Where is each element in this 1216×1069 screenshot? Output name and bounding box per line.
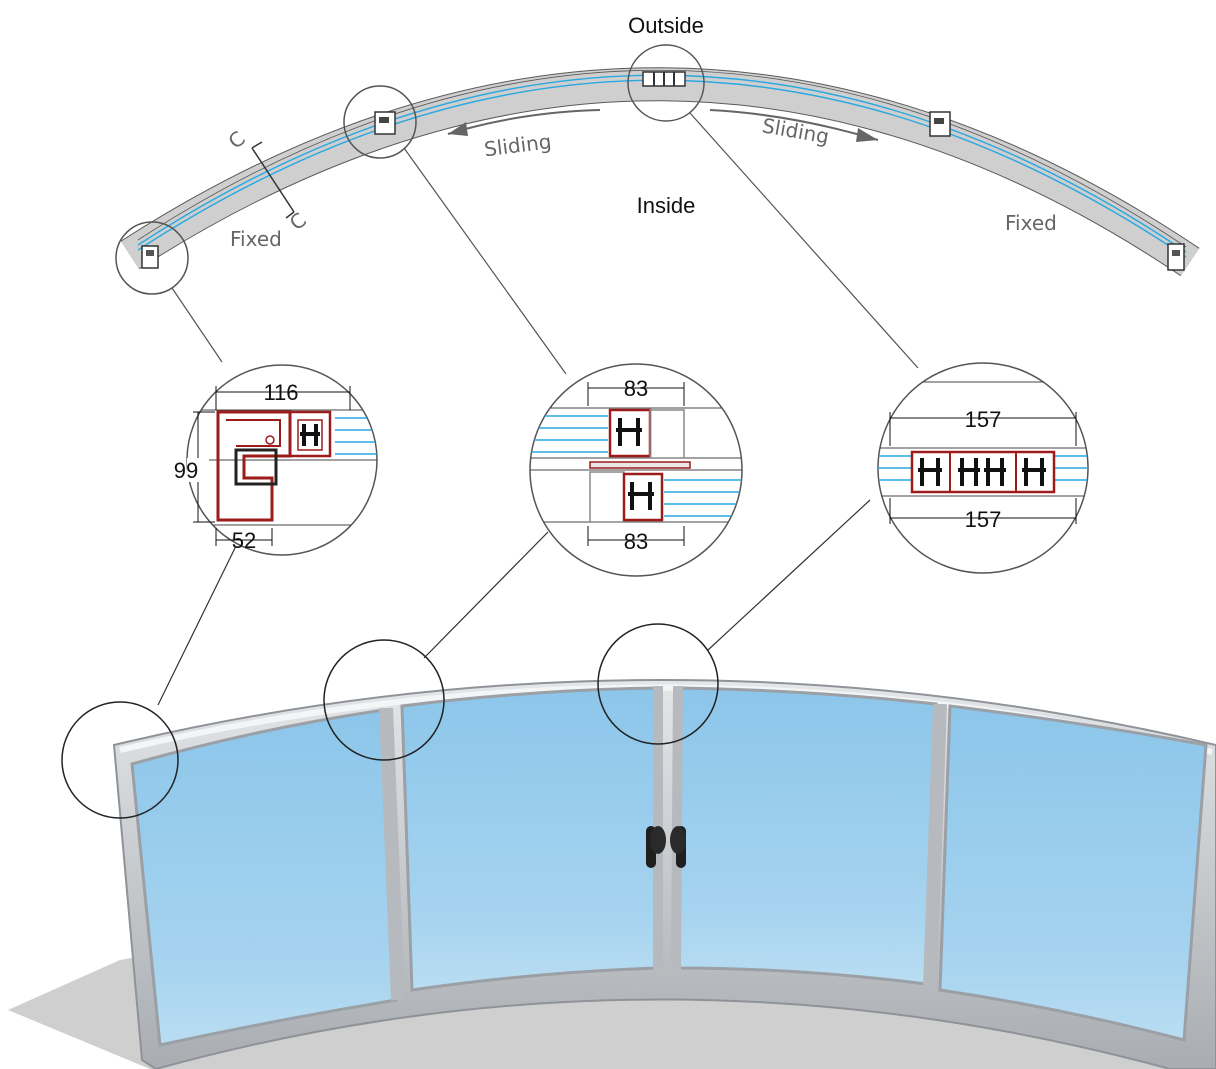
leader-plan-center (689, 112, 919, 369)
detail-left-dim-bottom: 52 (232, 528, 256, 553)
plan-callout-center (627, 44, 705, 122)
detail-right: 157 157 (877, 362, 1089, 574)
inside-label: Inside (637, 193, 696, 218)
plan-node-left (141, 245, 159, 269)
plan-node-center (642, 71, 686, 87)
fixed-right-label: Fixed (1005, 211, 1057, 235)
section-mark-top: C (224, 126, 250, 153)
plan-view: C C Outside Inside Fixed Fixed Sliding S… (115, 13, 1200, 375)
door-callout-right (597, 623, 719, 745)
detail-middle-dim-bottom: 83 (624, 529, 648, 554)
glass-panel-fixed-right (938, 704, 1208, 1042)
sliding-right-label: Sliding (760, 113, 831, 148)
detail-right-dim-top: 157 (965, 407, 1002, 432)
detail-right-dim-bottom: 157 (965, 507, 1002, 532)
plan-node-mid-left (374, 111, 396, 135)
glass-panel-sliding-left (400, 686, 660, 992)
plan-node-mid-right (929, 111, 951, 137)
outside-label: Outside (628, 13, 704, 38)
sliding-left-label: Sliding (483, 129, 553, 161)
detail-middle-dim-top: 83 (624, 376, 648, 401)
detail-middle: 83 83 (529, 363, 743, 577)
detail-left-dim-side: 99 (174, 458, 198, 483)
plan-node-right (1167, 243, 1185, 271)
glass-panel-fixed-left (130, 708, 398, 1047)
door-handles (646, 826, 686, 868)
leader-plan-left (171, 287, 223, 363)
plan-callout-left (115, 221, 189, 295)
plan-callout-middle (343, 85, 417, 159)
fixed-left-label: Fixed (230, 227, 282, 251)
leader-detail-left (157, 545, 237, 706)
door-callout-left (61, 701, 179, 819)
door-3d-view (8, 623, 1216, 1069)
detail-left-dim-top: 116 (263, 380, 298, 405)
leader-detail-right (707, 499, 871, 651)
glass-panel-sliding-right (674, 686, 938, 986)
door-callout-middle (323, 639, 445, 761)
leader-plan-middle (403, 147, 567, 375)
section-mark-bottom: C (285, 208, 311, 235)
leader-detail-middle (423, 531, 549, 659)
detail-left: 116 99 52 (174, 364, 378, 556)
